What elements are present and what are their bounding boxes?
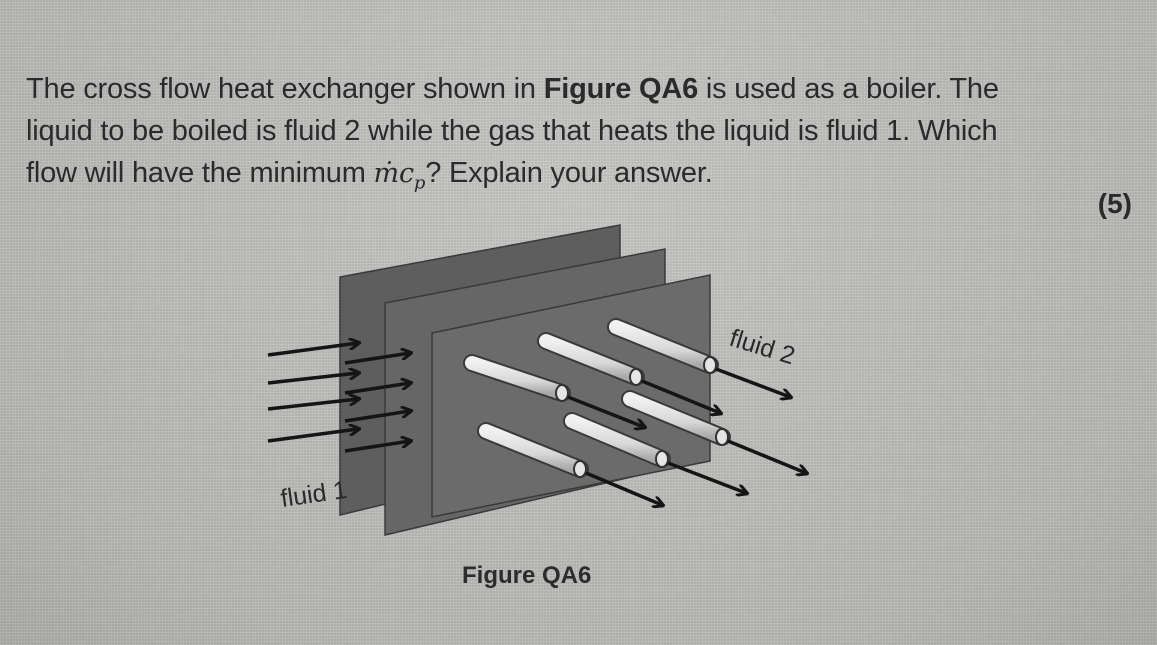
question-body-1: is used as a boiler. The liquid to be bo… bbox=[26, 73, 999, 189]
question-text: The cross flow heat exchanger shown in F… bbox=[26, 68, 1046, 204]
tube bbox=[477, 422, 589, 478]
question-intro: The cross flow heat exchanger shown in bbox=[26, 73, 544, 105]
heat-exchanger-figure: fluid 2 fluid 1 bbox=[250, 215, 850, 545]
tube bbox=[607, 318, 719, 374]
question-figure-ref: Figure QA6 bbox=[543, 73, 699, 105]
tube bbox=[537, 332, 645, 386]
tube bbox=[463, 354, 571, 402]
label-fluid-1: fluid 1 bbox=[279, 476, 349, 513]
heat-exchanger-diagram: fluid 2 fluid 1 bbox=[267, 224, 850, 536]
label-fluid-2: fluid 2 bbox=[726, 324, 798, 370]
marks-label: (5) bbox=[1097, 188, 1132, 219]
heat-capacity-rate-symbol: ṁcp bbox=[373, 158, 426, 194]
tube bbox=[621, 390, 731, 446]
tube bbox=[563, 412, 671, 468]
fluid-2-tubes bbox=[463, 318, 731, 478]
fluid-1-arrows-back bbox=[267, 343, 358, 443]
fluid-1-arrows-middle bbox=[344, 353, 410, 453]
fluid-2-arrows bbox=[567, 367, 806, 505]
figure-caption: Figure QA6 bbox=[462, 562, 592, 589]
question-body-2: ? Explain your answer. bbox=[425, 157, 713, 189]
